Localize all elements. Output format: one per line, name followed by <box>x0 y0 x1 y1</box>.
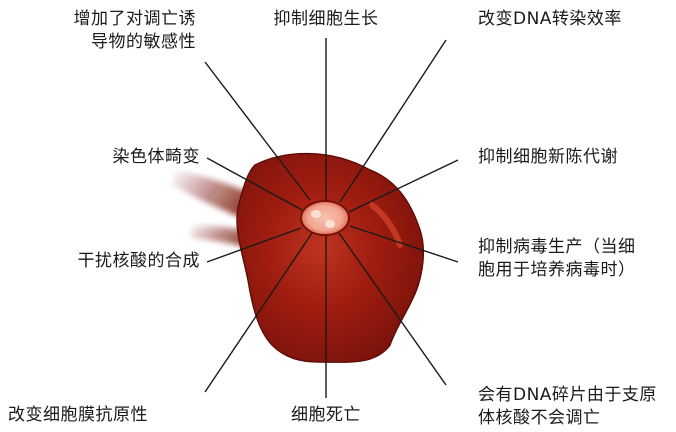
nucleolus <box>325 220 335 228</box>
leader-line-top-right <box>340 40 446 202</box>
label-chromosome-aberration: 染色体畸变 <box>40 146 200 169</box>
label-membrane-antigenicity: 改变细胞膜抗原性 <box>8 404 208 427</box>
nucleolus <box>311 210 321 218</box>
label-nucleic-acid-synthesis: 干扰核酸的合成 <box>10 250 200 273</box>
label-inhibit-growth: 抑制细胞生长 <box>255 8 397 31</box>
cell-body <box>237 154 423 363</box>
label-inhibit-metabolism: 抑制细胞新陈代谢 <box>478 146 668 169</box>
label-dna-transfection: 改变DNA转染效率 <box>478 8 668 31</box>
label-inhibit-virus-production: 抑制病毒生产（当细 胞用于培养病毒时） <box>478 236 672 282</box>
label-cell-death: 细胞死亡 <box>270 404 382 427</box>
label-dna-fragments: 会有DNA碎片由于支原 体核酸不会调亡 <box>478 384 672 430</box>
label-apoptosis-sensitivity: 增加了对调亡诱 导物的敏感性 <box>10 8 196 54</box>
nucleus <box>301 201 349 235</box>
